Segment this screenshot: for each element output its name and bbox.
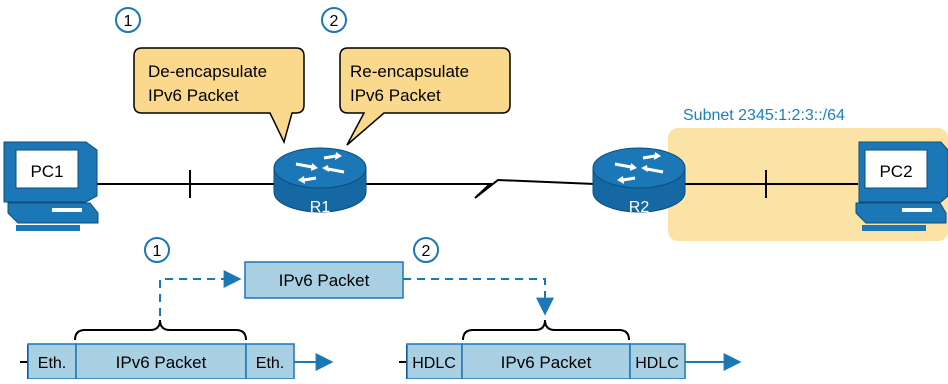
brace-left [74, 319, 247, 341]
r2-label: R2 [629, 199, 650, 216]
callout-deencapsulate [133, 47, 305, 145]
extracted-packet-label: IPv6 Packet [279, 271, 370, 290]
hdlc-header-label: HDLC [412, 355, 456, 372]
ethernet-payload-label: IPv6 Packet [116, 353, 207, 372]
step-badge-2-bottom: 2 [413, 237, 439, 263]
step-badge-1-bottom: 1 [144, 237, 170, 263]
step-number: 2 [422, 243, 431, 260]
ethernet-trailer-label: Eth. [256, 355, 284, 372]
flow-arrow-up [159, 270, 242, 316]
pc1-label: PC1 [30, 162, 63, 181]
brace-right [462, 319, 630, 341]
callout-deencap-line2: IPv6 Packet [148, 86, 239, 105]
flow-arrow-down [403, 278, 554, 316]
hdlc-payload-label: IPv6 Packet [501, 353, 592, 372]
pc2-label: PC2 [879, 162, 912, 181]
ethernet-header-label: Eth. [38, 355, 66, 372]
pc-icon [3, 141, 99, 231]
hdlc-trailer-label: HDLC [635, 355, 679, 372]
r1-label: R1 [310, 199, 331, 216]
step-number: 1 [153, 243, 162, 260]
callout-reencap-line1: Re-encapsulate [350, 62, 469, 81]
step-badge-2-top: 2 [321, 7, 347, 33]
router-icon [592, 147, 686, 213]
pc-icon [855, 141, 948, 231]
ethernet-frame [20, 343, 334, 380]
extracted-packet-box [244, 261, 404, 299]
callout-reencapsulate [339, 47, 511, 146]
subnet-label: Subnet 2345:1:2:3::/64 [683, 107, 845, 124]
step-badge-1-top: 1 [115, 7, 141, 33]
step-number: 2 [330, 13, 339, 30]
serial-link [365, 178, 596, 199]
callout-deencap-line1: De-encapsulate [148, 62, 267, 81]
callout-reencap-line2: IPv6 Packet [350, 86, 441, 105]
router-icon [273, 147, 367, 213]
step-number: 1 [124, 13, 133, 30]
hdlc-frame [399, 343, 742, 380]
